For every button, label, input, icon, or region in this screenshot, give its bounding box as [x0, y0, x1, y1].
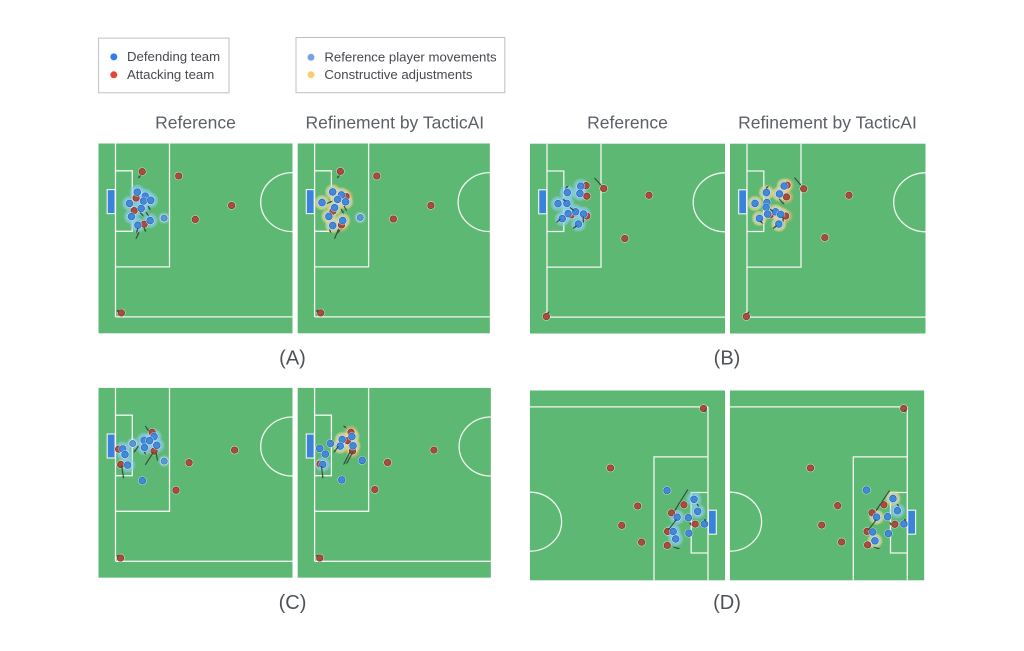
svg-text:Defending team: Defending team [127, 49, 220, 64]
svg-text:Refinement by TacticAI: Refinement by TacticAI [738, 113, 917, 133]
svg-text:Reference player movements: Reference player movements [324, 50, 497, 65]
svg-text:Constructive adjustments: Constructive adjustments [324, 67, 472, 82]
svg-text:(A): (A) [279, 347, 306, 369]
svg-text:Refinement by TacticAI: Refinement by TacticAI [305, 113, 484, 133]
svg-text:Reference: Reference [587, 113, 668, 133]
svg-text:Attacking team: Attacking team [127, 67, 214, 82]
svg-text:(C): (C) [279, 592, 307, 614]
svg-text:(B): (B) [714, 347, 741, 369]
svg-text:(D): (D) [713, 592, 741, 614]
svg-text:Reference: Reference [155, 113, 236, 133]
